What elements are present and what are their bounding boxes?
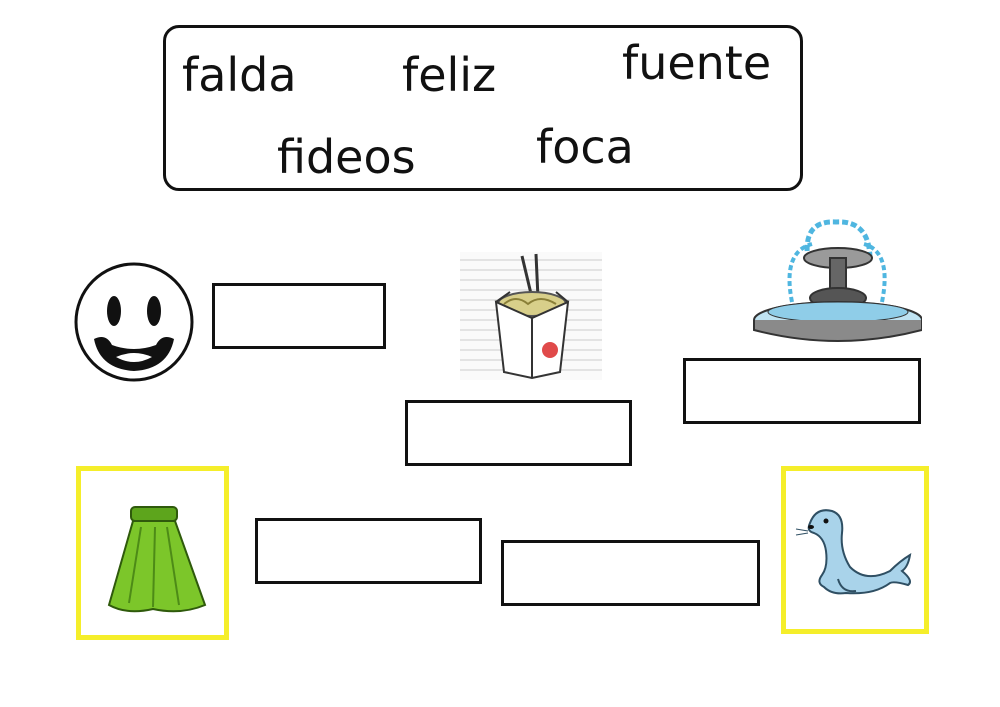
smiley-face-picture bbox=[72, 261, 196, 383]
word-feliz[interactable]: feliz bbox=[402, 48, 497, 102]
answer-box-skirt[interactable] bbox=[255, 518, 482, 584]
word-falda[interactable]: falda bbox=[182, 48, 297, 102]
word-foca[interactable]: foca bbox=[536, 120, 634, 174]
word-fuente[interactable]: fuente bbox=[622, 36, 772, 90]
answer-box-seal[interactable] bbox=[501, 540, 760, 606]
answer-box-noodles[interactable] bbox=[405, 400, 632, 466]
noodles-picture bbox=[460, 252, 602, 380]
skirt-icon bbox=[107, 506, 207, 613]
smiley-face-icon bbox=[74, 262, 194, 382]
answer-box-smiley-face[interactable] bbox=[212, 283, 386, 349]
answer-box-fountain[interactable] bbox=[683, 358, 921, 424]
fountain-icon bbox=[753, 219, 923, 342]
word-bank: falda feliz fuente fideos foca bbox=[163, 25, 803, 191]
seal-frame bbox=[781, 466, 929, 634]
word-fideos[interactable]: fideos bbox=[277, 130, 416, 184]
fountain-picture bbox=[752, 208, 923, 346]
seal-icon bbox=[795, 509, 912, 595]
skirt-frame bbox=[76, 466, 229, 640]
noodle-box-icon bbox=[460, 253, 602, 380]
